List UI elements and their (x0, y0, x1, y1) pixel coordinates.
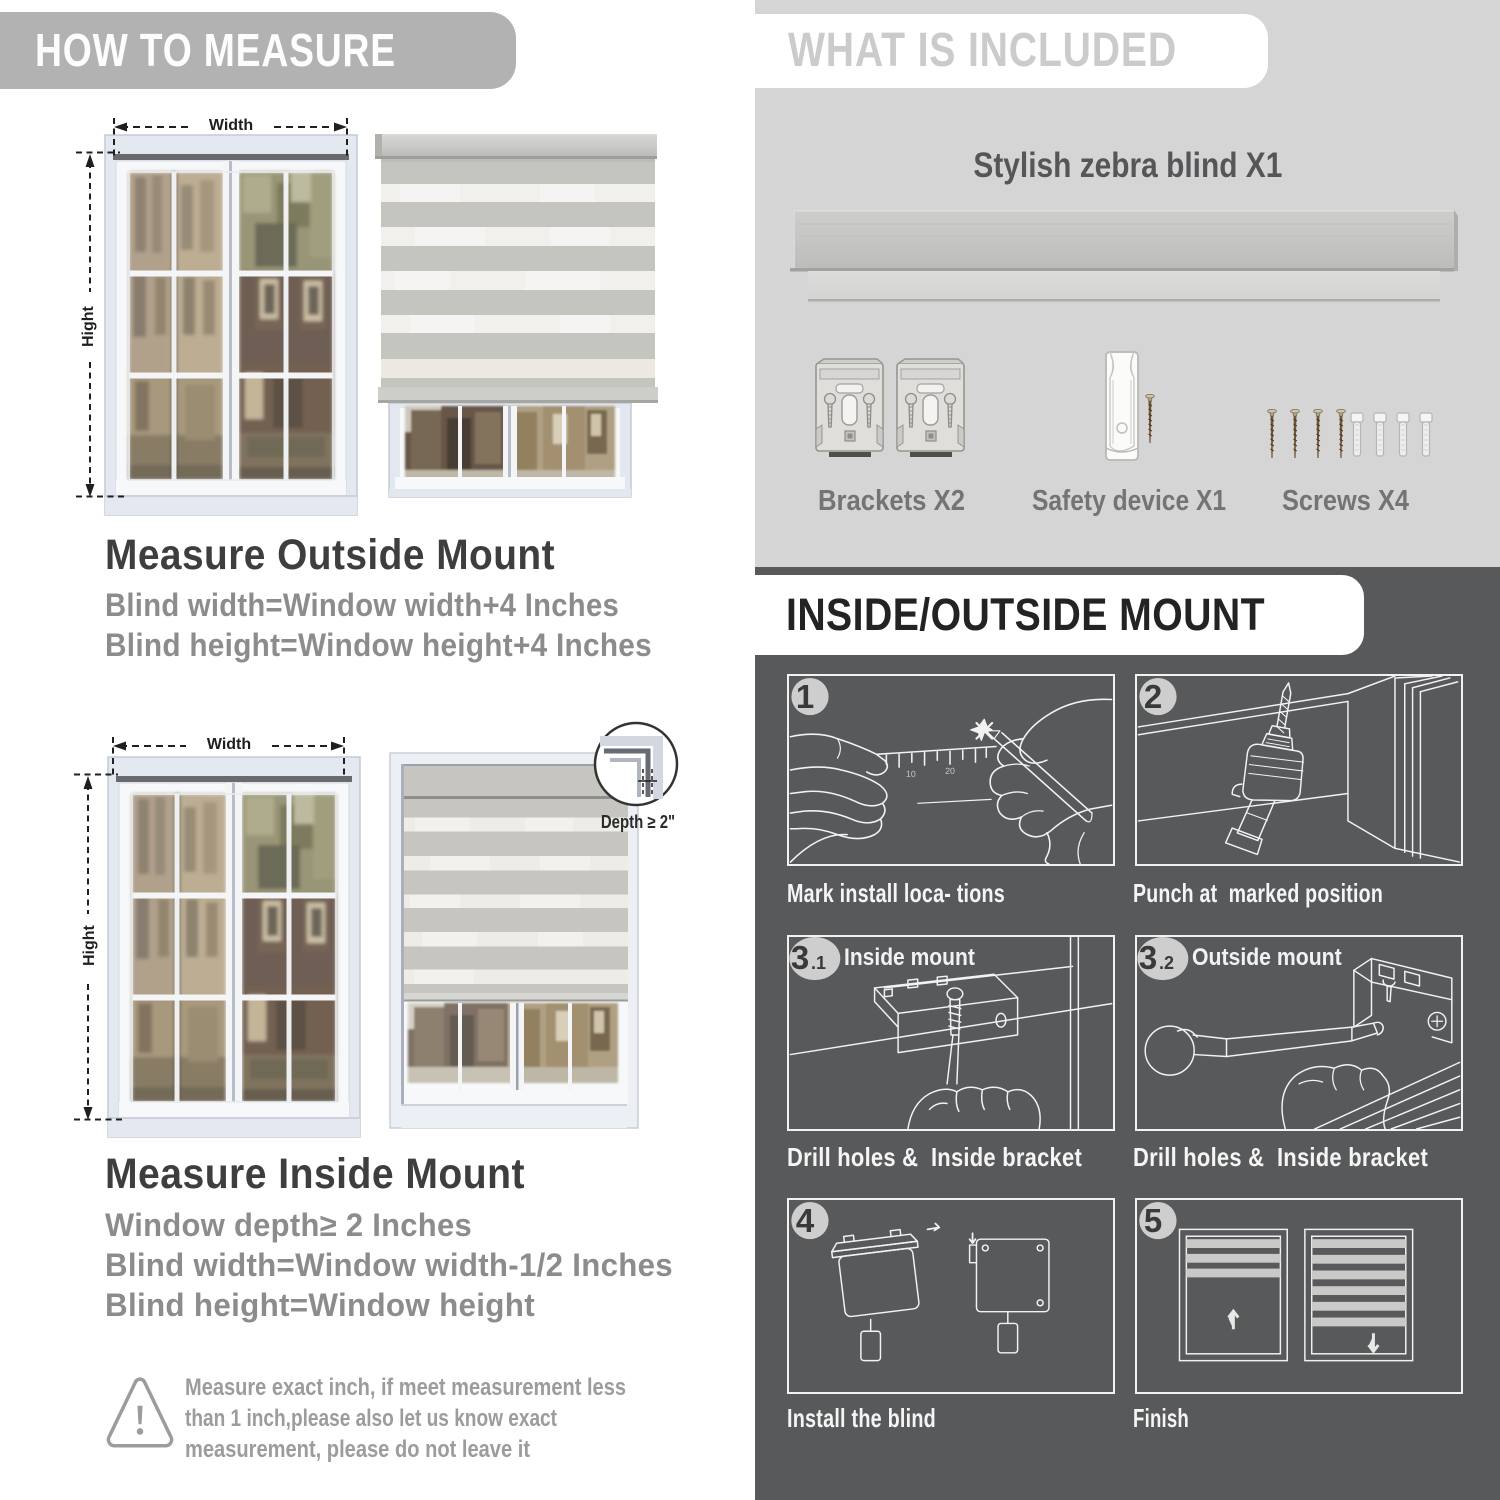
svg-text:10: 10 (906, 769, 916, 779)
svg-text:20: 20 (945, 766, 955, 776)
